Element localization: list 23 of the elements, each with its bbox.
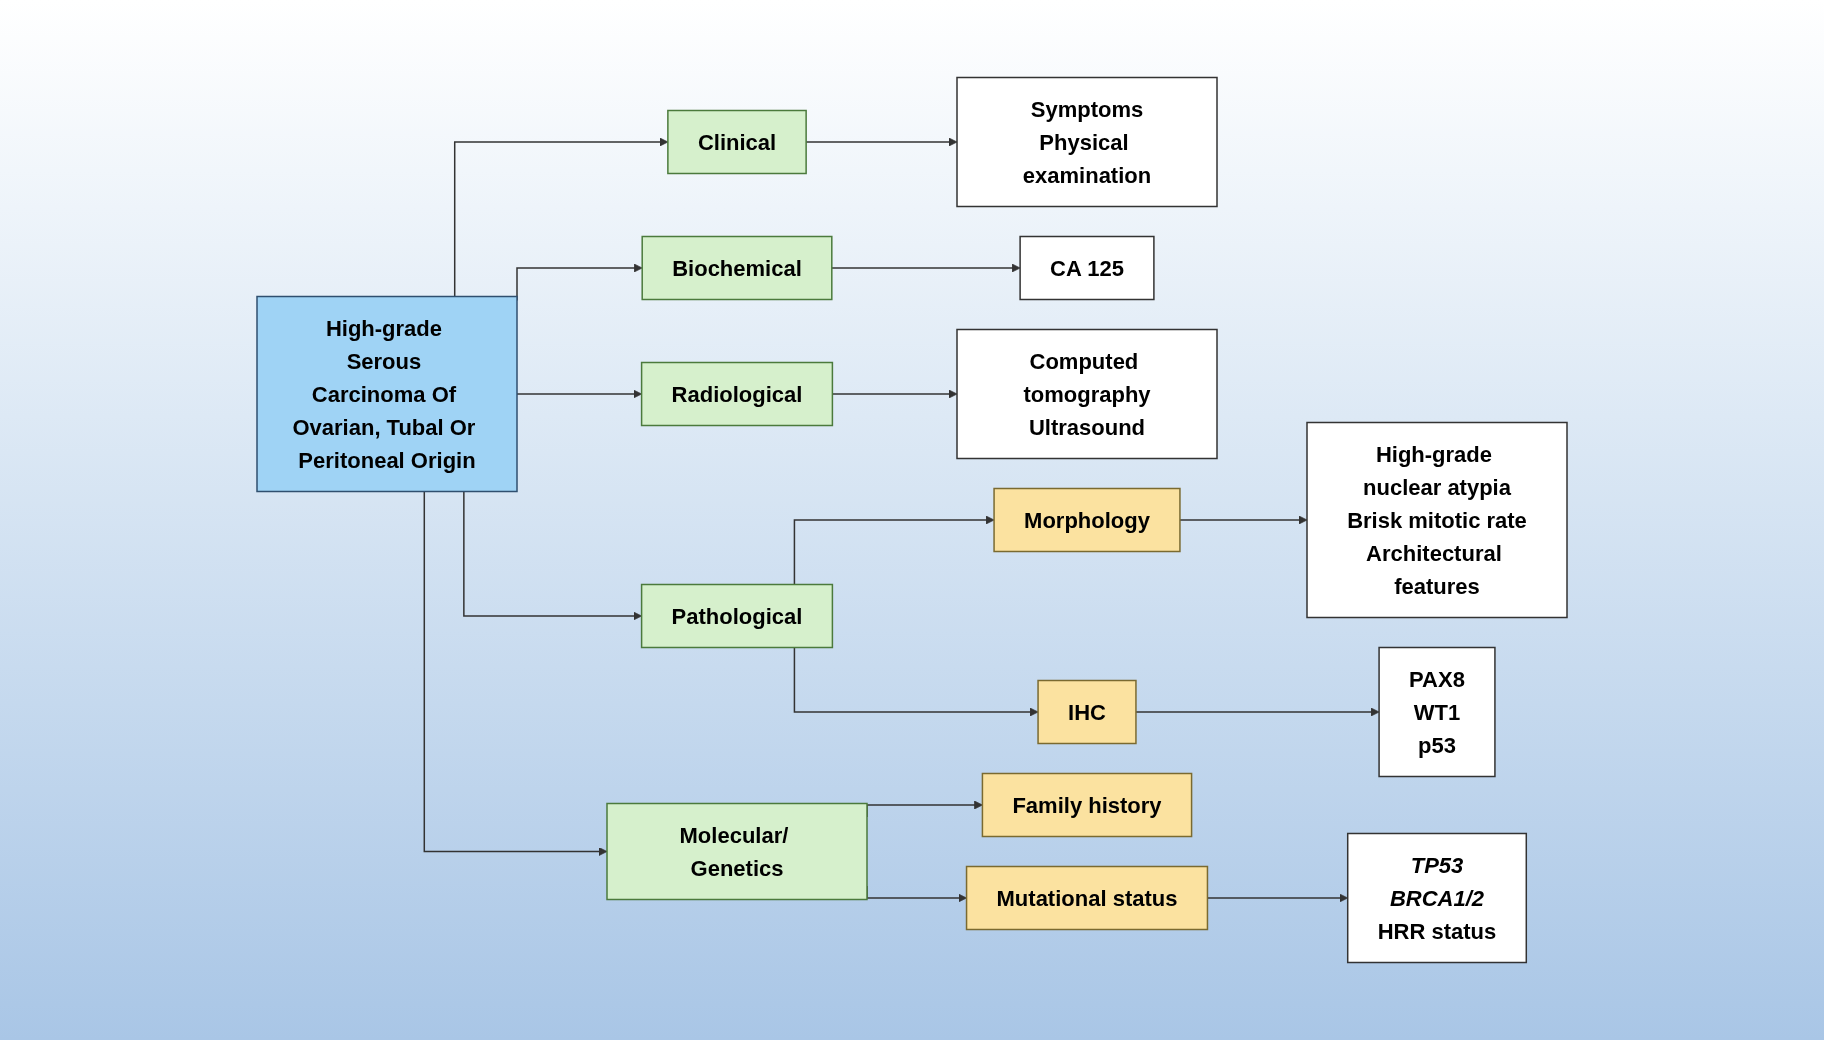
node-box: Radiological	[640, 361, 834, 427]
arrow	[793, 515, 995, 586]
node-box: Symptoms Physical examination	[956, 76, 1218, 208]
node-box: High-grade nuclear atypia Brisk mitotic rate Architectural features	[1306, 421, 1568, 619]
node-box: Computed tomography Ultrasound	[956, 328, 1218, 460]
arrow	[423, 490, 608, 856]
node-box: Molecular/ Genetics	[606, 802, 868, 901]
node-box: High-grade Serous Carcinoma Of Ovarian, Tubal Or Peritoneal Origin	[256, 295, 518, 493]
node-box: IHC	[1037, 679, 1137, 745]
arrow	[1135, 707, 1380, 717]
node-box: Biochemical	[641, 235, 833, 301]
arrow	[463, 490, 642, 621]
node-box: PAX8 WT1 p53	[1378, 646, 1496, 778]
node-box: Mutational status	[965, 865, 1209, 931]
arrow	[1179, 515, 1308, 525]
arrow	[793, 646, 1039, 717]
node-box: Pathological	[640, 583, 834, 649]
arrow	[831, 263, 1021, 273]
node-box: Clinical	[667, 109, 807, 175]
node-box: CA 125	[1019, 235, 1155, 301]
node-box: Family history	[981, 772, 1193, 838]
node-box: Morphology	[993, 487, 1181, 553]
node-box: TP53 BRCA1/2 HRR status	[1346, 832, 1528, 964]
